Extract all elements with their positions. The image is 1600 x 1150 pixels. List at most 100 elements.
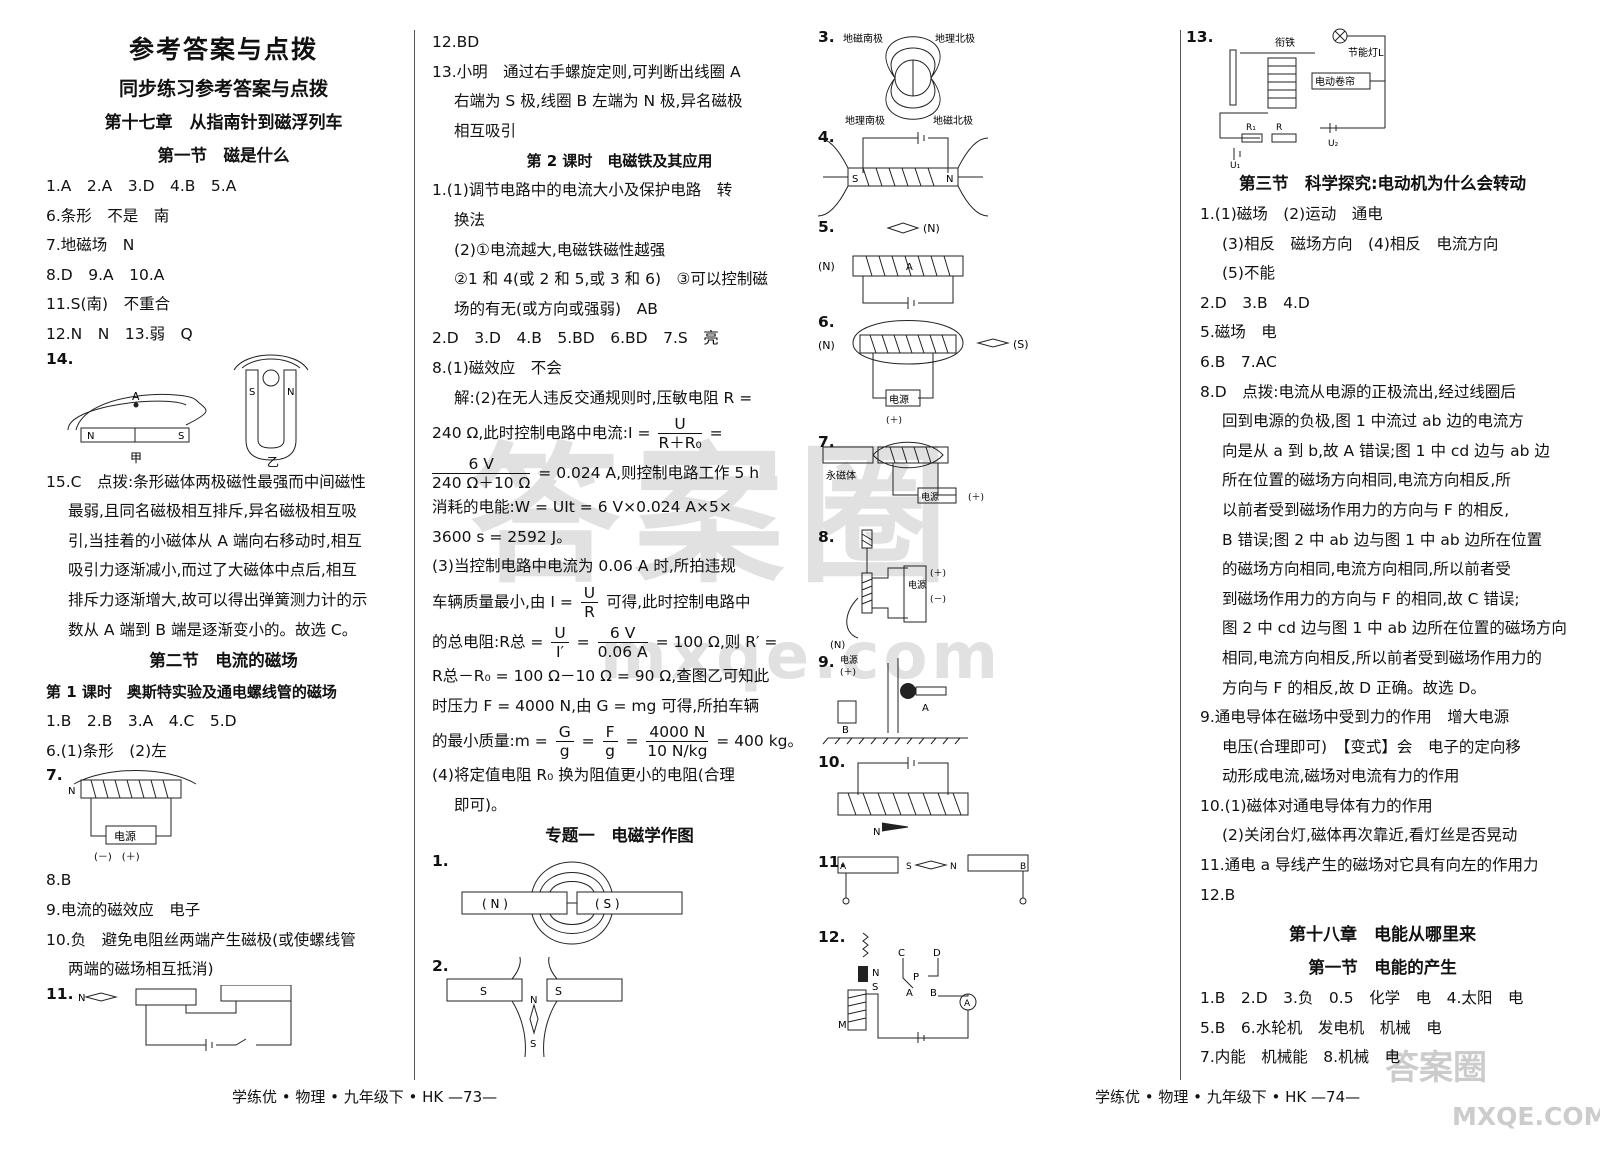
fraction-num: 4000 N xyxy=(646,723,709,743)
answer-line: 12.N N 13.弱 Q xyxy=(46,324,193,343)
page-divider xyxy=(1180,30,1181,1080)
fraction-num: 6 V xyxy=(597,624,648,643)
answer-line: 两端的磁场相互抵消) xyxy=(68,960,214,979)
equation-text: = xyxy=(709,424,723,443)
answer-1-block: 1.(1)调节电路中的电流大小及保护电路 转换法 xyxy=(432,176,807,235)
answer-8-block: 8.D 点拨:电流从电源的正极流出,经过线圈后回到电源的负极,图 1 中流过 a… xyxy=(1200,378,1567,704)
figure-5: 5. (N) (N) A xyxy=(818,218,1178,313)
answer-line: 1.B 2.D 3.负 0.5 化学 电 4.太阳 电 xyxy=(1200,989,1524,1008)
label-c: C xyxy=(898,948,905,959)
label-n: N xyxy=(87,431,94,442)
label-a: A xyxy=(132,390,140,403)
label-p: P xyxy=(913,972,919,983)
label-s: S xyxy=(178,431,184,442)
answer-line: 电压(合理即可) 【变式】会 电子的定向移 xyxy=(1222,737,1521,756)
figure-number: 9. xyxy=(818,653,835,671)
label-n-left: (N) xyxy=(818,260,835,273)
answer-line: 到磁场作用力的方向与 F 的相同,故 C 错误; xyxy=(1222,589,1520,608)
label-source: 电源 xyxy=(908,579,926,591)
answer-line: (3)当控制电路中电流为 0.06 A 时,所拍违规 xyxy=(432,557,736,576)
fraction-den: 240 Ω＋10 Ω xyxy=(432,474,531,493)
figure-12: 12. N S M C D P A B A xyxy=(818,928,1178,1043)
answer-line: 6.B 7.AC xyxy=(1200,352,1277,371)
label-poles: (－) (＋) xyxy=(94,852,140,863)
answer-line: 引,当挂着的小磁体从 A 端向右移动时,相互 xyxy=(68,531,362,550)
label-magnet: 永磁体 xyxy=(826,469,856,482)
figure-number: 12. xyxy=(818,928,846,946)
figure-number: 2. xyxy=(432,957,449,976)
label-plus: (＋) xyxy=(886,415,902,426)
fraction-den: g xyxy=(605,742,615,761)
figure-number: 11. xyxy=(818,853,846,871)
section-heading: 第一节 电能的产生 xyxy=(1308,958,1457,978)
answer-line: 12.B xyxy=(1200,885,1236,904)
answer-line: 8.D 点拨:电流从电源的正极流出,经过线圈后 xyxy=(1200,382,1516,401)
label-b: B xyxy=(842,725,849,736)
answer-line: 12.BD xyxy=(432,33,480,51)
chapter-heading: 第十七章 从指南针到磁浮列车 xyxy=(104,113,343,133)
like-poles-field-diagram: ( N ) ( S ) xyxy=(461,861,683,945)
answer-line: 排斥力逐渐增大,故可以得出弹簧测力计的示 xyxy=(68,590,368,609)
equation-text: 240 Ω,此时控制电路中电流:I = xyxy=(432,424,651,443)
unlike-poles-field-diagram: S S N S xyxy=(446,957,623,1058)
answer-line: 7.地磁场 N xyxy=(46,236,135,255)
smart-curtain-circuit: 衔铁 节能灯L 电动卷帘 R₁ R U₁ U₂ xyxy=(1219,28,1386,168)
fraction-num: U xyxy=(658,415,702,435)
two-coils-compass-diagram: A S N B xyxy=(837,854,1029,905)
label-plus: (＋) xyxy=(968,492,984,503)
two-coil-diagram: N xyxy=(78,984,292,1051)
figure-11: 11. N xyxy=(46,984,401,1055)
figure-13: 13. 衔铁 节能灯L 电动卷帘 R₁ R U₁ U₂ xyxy=(1186,28,1565,168)
label-n: N xyxy=(872,968,879,979)
answer-line: 即可)。 xyxy=(454,795,507,814)
answer-line: 1.(1)磁场 (2)运动 通电 xyxy=(1200,205,1383,223)
fraction-num: 6 V xyxy=(432,455,531,475)
equation-text: = 0.024 A,则控制电路工作 5 h xyxy=(538,464,760,483)
label-curtain: 电动卷帘 xyxy=(1315,75,1355,88)
corner-watermark-url: MXQE.COM xyxy=(1452,1102,1600,1131)
caption-right: 乙 xyxy=(267,455,279,468)
answer-line: 1.B 2.B 3.A 4.C 5.D xyxy=(46,712,237,731)
label-d: D xyxy=(933,948,941,959)
column-1: 参考答案与点拨 同步练习参考答案与点拨 第十七章 从指南针到磁浮列车 第一节 磁… xyxy=(46,28,401,1055)
answer-line: 2.D 3.D 4.B 5.BD 6.BD 7.S 亮 xyxy=(432,329,719,348)
answer-line: 8.B xyxy=(46,871,72,890)
label-b: B xyxy=(930,988,937,999)
answer-10-block: 10.负 避免电阻丝两端产生磁极(或使螺线管两端的磁场相互抵消) xyxy=(46,926,401,985)
label-n: N xyxy=(946,174,953,185)
label-s: S xyxy=(530,1039,536,1050)
label-m: M xyxy=(838,1020,847,1031)
label-a: A xyxy=(906,262,913,273)
answer-line: (5)不能 xyxy=(1222,264,1275,283)
answer-line: 所在位置的磁场方向相同,电流方向相反,所 xyxy=(1222,471,1511,490)
lesson-heading: 第 1 课时 奥斯特实验及通电螺线管的磁场 xyxy=(46,683,337,702)
figure-number: 4. xyxy=(818,128,835,146)
figure-t1: 1. ( N ) ( S ) xyxy=(432,852,807,957)
label-a: A xyxy=(906,988,913,999)
equation-text: 可得,此时控制电路中 xyxy=(606,592,751,611)
solenoid-diagram: N 电源 (－) (＋) xyxy=(68,770,197,863)
fraction-den: 10 N/kg xyxy=(647,742,708,761)
answer-line: 11.S(南) 不重合 xyxy=(46,295,171,314)
section-heading: 第三节 科学探究:电动机为什么会转动 xyxy=(1238,174,1527,193)
label-geo-n2: 地磁北极 xyxy=(933,114,973,127)
label-geo-n: 地理北极 xyxy=(935,32,975,45)
figure-number: 7. xyxy=(46,766,63,785)
label-source: 电源 xyxy=(840,654,858,666)
answer-line: 13.小明 通过右手螺旋定则,可判断出线圈 A xyxy=(432,62,741,81)
answer-line: 方向与 F 的相反,故 D 正确。故选 D。 xyxy=(1222,678,1486,697)
answer-line: 6.条形 不是 南 xyxy=(46,206,170,225)
figure-8: 8. 电源 (＋) (－) (N) xyxy=(818,528,1178,653)
label-meter: A xyxy=(964,999,971,1009)
figure-7: 7. 永磁体 电源 (＋) xyxy=(818,433,1178,528)
label-s: S xyxy=(480,985,487,998)
figure-6: 6. (N) (S) 电源 (＋) xyxy=(818,313,1178,433)
magnetic-switch-diagram: N S M C D P A B A xyxy=(838,932,977,1043)
